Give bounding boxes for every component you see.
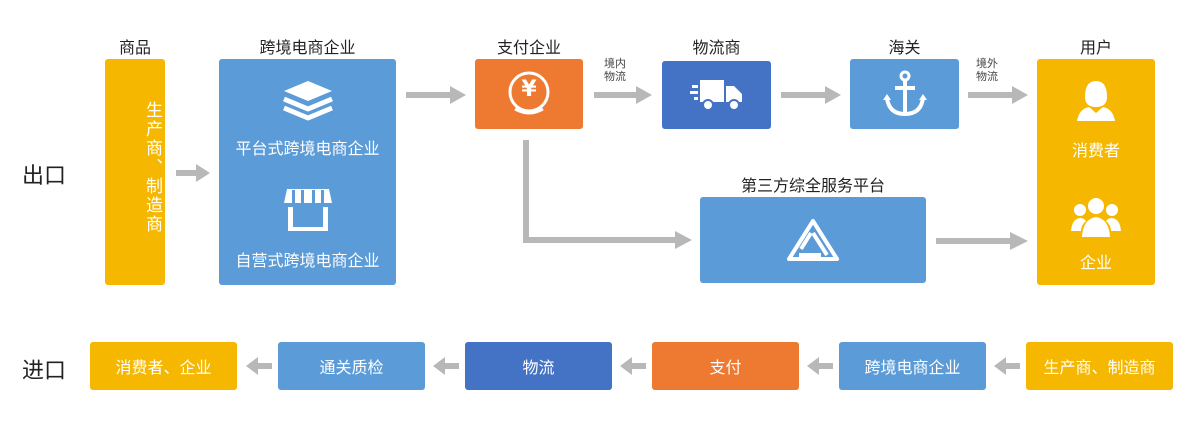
goods-producer-label: 生产商、制造商 — [142, 101, 162, 234]
header-logistics: 物流商 — [692, 38, 741, 57]
truck-icon — [689, 78, 744, 112]
payment-box: ¥ — [475, 59, 583, 129]
import-step-label: 生产商、制造商 — [1043, 358, 1156, 377]
arrow-import-1 — [246, 357, 272, 375]
group-icon — [1071, 195, 1121, 237]
arrow-import-3 — [620, 357, 646, 375]
person-icon — [1075, 77, 1117, 121]
header-payment: 支付企业 — [496, 38, 561, 57]
import-step-payment: 支付 — [652, 342, 799, 390]
yen-symbol: ¥ — [521, 77, 537, 102]
import-step-producer: 生产商、制造商 — [1026, 342, 1173, 390]
layers-icon — [282, 79, 334, 123]
arrow-logistics-to-customs — [781, 86, 841, 104]
customs-box — [850, 59, 959, 129]
consumer-label: 消费者 — [1071, 141, 1120, 160]
user-box: 消费者 企业 — [1037, 59, 1155, 285]
import-step-label: 物流 — [522, 358, 555, 377]
domestic-logistics-label: 境内 物流 — [604, 57, 626, 83]
store-icon — [283, 187, 333, 233]
arrow-customs-to-user — [968, 86, 1028, 104]
header-goods: 商品 — [118, 38, 151, 57]
arrow-import-5 — [994, 357, 1020, 375]
import-step-label: 消费者、企业 — [115, 358, 212, 377]
enterprise-label: 企业 — [1079, 253, 1112, 272]
arrow-platform-to-user — [936, 232, 1028, 250]
arrow-goods-to-ecommerce — [176, 164, 210, 182]
logistics-box — [662, 61, 771, 129]
import-step-customs-inspection: 通关质检 — [278, 342, 425, 390]
import-row-label: 进口 — [22, 359, 67, 384]
arrow-payment-to-platform — [523, 140, 692, 249]
import-step-ecommerce: 跨境电商企业 — [839, 342, 986, 390]
export-row-label: 出口 — [22, 164, 67, 189]
ecommerce-box: 平台式跨境电商企业 自营式跨境电商企业 — [219, 59, 396, 285]
platform-ecommerce-label: 平台式跨境电商企业 — [235, 139, 380, 158]
self-ecommerce-label: 自营式跨境电商企业 — [235, 251, 380, 270]
import-step-label: 跨境电商企业 — [864, 358, 961, 377]
third-party-platform-label: 第三方综全服务平台 — [740, 176, 885, 195]
yen-coin-icon: ¥ — [506, 71, 552, 117]
anchor-icon — [882, 70, 927, 118]
third-party-platform-box — [700, 197, 926, 283]
arrow-ecommerce-to-payment — [406, 86, 466, 104]
goods-producer-box: 生产商、制造商 — [105, 59, 165, 285]
header-ecommerce: 跨境电商企业 — [259, 38, 356, 57]
header-customs: 海关 — [888, 38, 921, 57]
import-step-consumer-enterprise: 消费者、企业 — [90, 342, 237, 390]
import-step-label: 支付 — [709, 358, 742, 377]
arrow-payment-to-logistics — [594, 86, 652, 104]
triangle-logo-icon — [785, 217, 841, 263]
overseas-logistics-label: 境外 物流 — [976, 57, 998, 83]
import-step-label: 通关质检 — [319, 358, 384, 377]
arrow-import-4 — [807, 357, 833, 375]
header-user: 用户 — [1079, 38, 1112, 57]
arrow-import-2 — [433, 357, 459, 375]
import-step-logistics: 物流 — [465, 342, 612, 390]
